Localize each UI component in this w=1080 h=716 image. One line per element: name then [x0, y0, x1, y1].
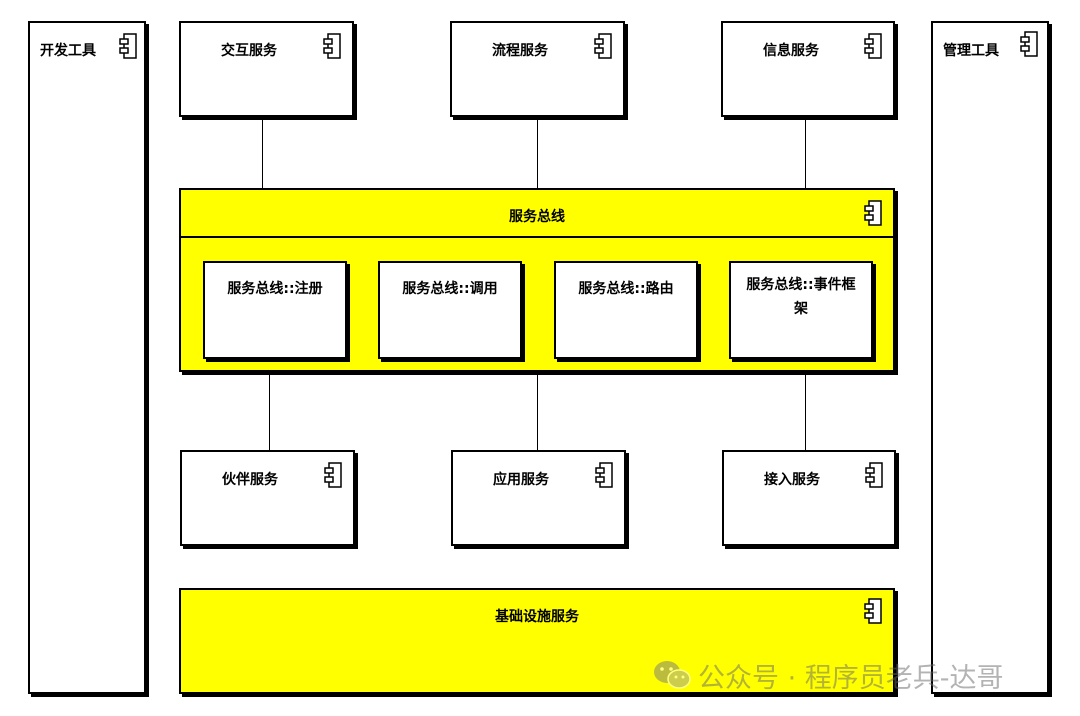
connector-interaction-bus: [262, 116, 263, 188]
connector-bus-access: [805, 372, 806, 450]
interaction-service-component: 交互服务: [179, 21, 354, 117]
dev-tools-component: 开发工具: [28, 21, 146, 694]
infrastructure-service-component: 基础设施服务: [179, 588, 895, 694]
infrastructure-service-label: 基础设施服务: [495, 609, 579, 625]
connector-process-bus: [537, 116, 538, 188]
information-service-label: 信息服务: [763, 43, 819, 59]
service-bus-divider: [181, 236, 893, 238]
bus-invoke-component: 服务总线::调用: [378, 261, 522, 359]
information-service-component: 信息服务: [721, 21, 895, 117]
component-icon: [865, 462, 883, 488]
process-service-label: 流程服务: [492, 43, 548, 59]
application-service-component: 应用服务: [451, 450, 626, 546]
bus-invoke-label: 服务总线::调用: [402, 281, 498, 297]
connector-information-bus: [805, 116, 806, 188]
mgmt-tools-label: 管理工具: [943, 43, 999, 59]
access-service-component: 接入服务: [722, 450, 896, 546]
component-icon: [864, 598, 882, 624]
service-bus-title: 服务总线: [509, 209, 565, 225]
service-bus-component: 服务总线 服务总线::注册 服务总线::调用 服务总线::路由 服务总线::事件…: [179, 188, 895, 372]
mgmt-tools-component: 管理工具: [931, 21, 1049, 694]
component-icon: [864, 200, 882, 226]
connector-bus-application: [537, 372, 538, 450]
component-icon: [1020, 31, 1038, 57]
component-icon: [119, 33, 137, 59]
interaction-service-label: 交互服务: [221, 43, 277, 59]
component-icon: [594, 33, 612, 59]
bus-register-label: 服务总线::注册: [227, 281, 323, 297]
connector-bus-partner: [269, 372, 270, 450]
bus-route-label: 服务总线::路由: [578, 281, 674, 297]
component-icon: [864, 33, 882, 59]
application-service-label: 应用服务: [493, 472, 549, 488]
access-service-label: 接入服务: [764, 472, 820, 488]
bus-event-framework-label: 服务总线::事件框架: [746, 277, 856, 317]
component-icon: [324, 462, 342, 488]
wechat-icon: [654, 661, 691, 689]
component-icon: [323, 33, 341, 59]
bus-event-framework-component: 服务总线::事件框架: [729, 261, 873, 359]
process-service-component: 流程服务: [450, 21, 625, 117]
watermark: 公众号 · 程序员老兵-达哥: [652, 653, 1004, 697]
bus-route-component: 服务总线::路由: [554, 261, 698, 359]
bus-register-component: 服务总线::注册: [203, 261, 347, 359]
dev-tools-label: 开发工具: [40, 43, 96, 59]
component-icon: [595, 462, 613, 488]
watermark-text: 公众号 · 程序员老兵-达哥: [698, 662, 1004, 694]
partner-service-label: 伙伴服务: [222, 472, 278, 488]
partner-service-component: 伙伴服务: [180, 450, 355, 546]
